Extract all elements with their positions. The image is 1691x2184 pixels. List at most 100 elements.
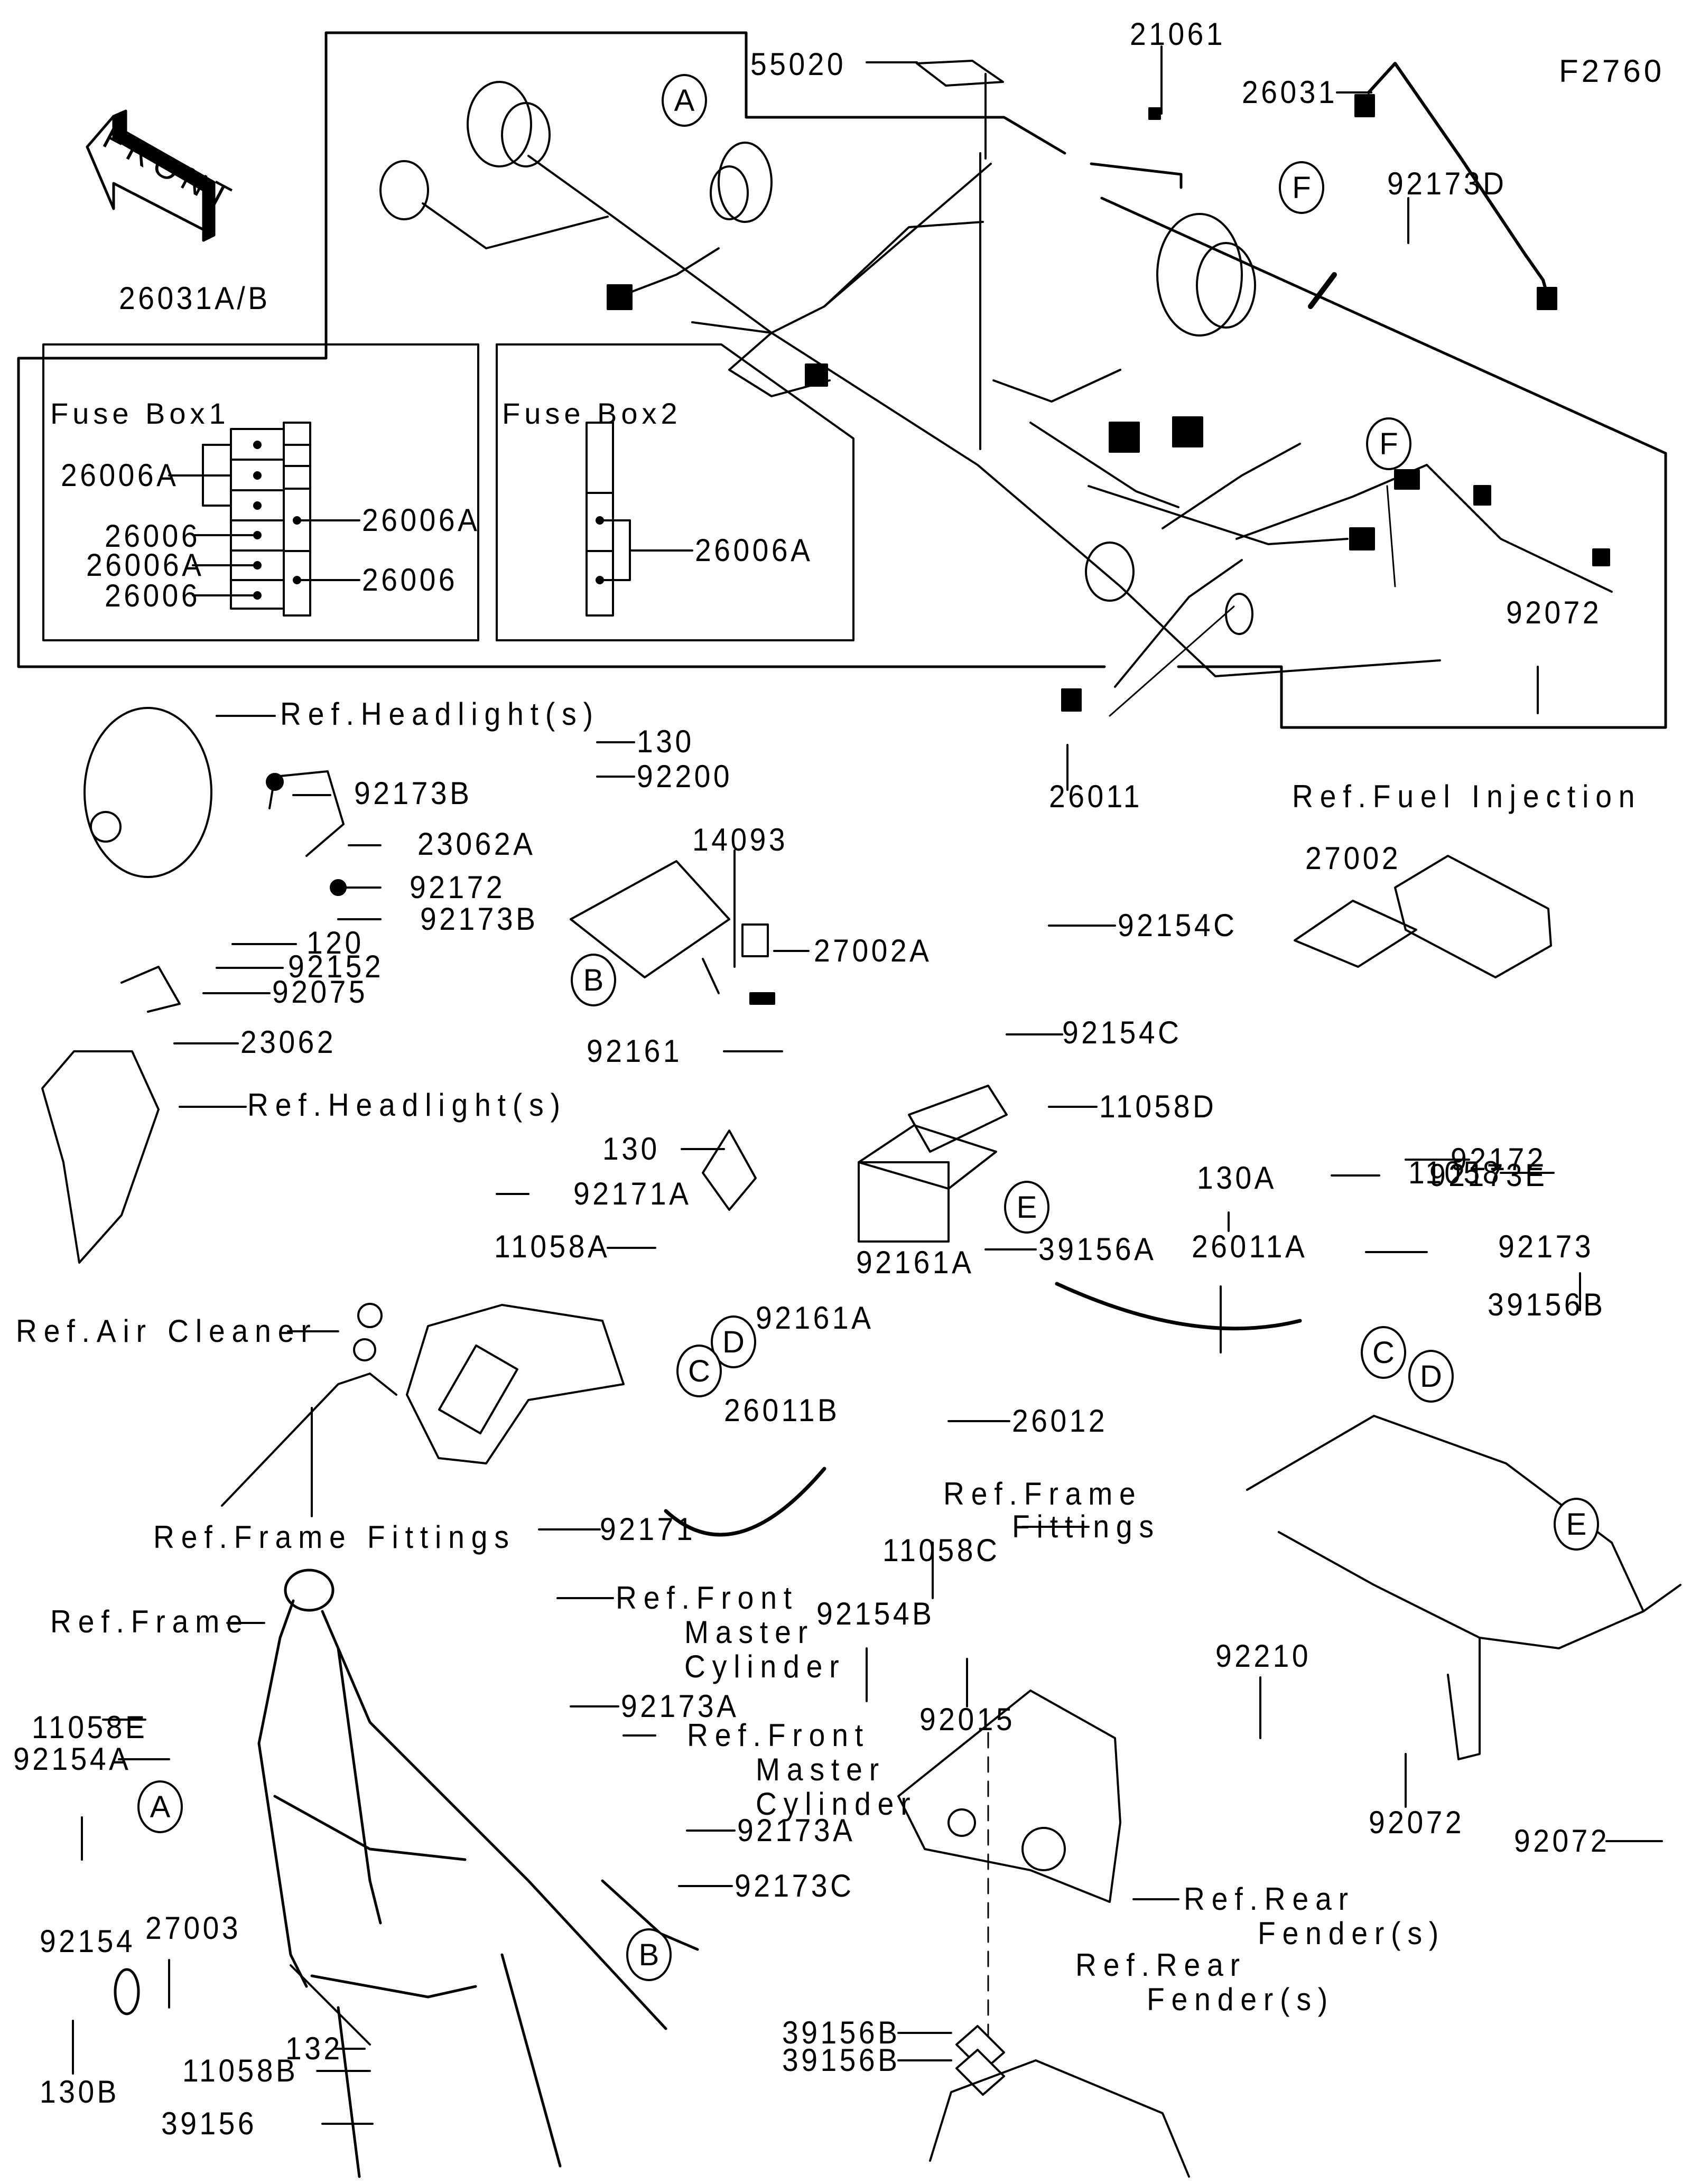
reference-label[interactable]: Master: [684, 1614, 814, 1650]
part-label[interactable]: 92171A: [573, 1176, 692, 1211]
part-label[interactable]: 55020: [750, 46, 847, 82]
part-label[interactable]: 92172: [410, 870, 506, 905]
part-label[interactable]: 26011: [1049, 779, 1143, 814]
part-label[interactable]: 92173: [1498, 1229, 1594, 1264]
part-label[interactable]: 26012: [1012, 1403, 1108, 1439]
part-label[interactable]: 92154B: [816, 1596, 935, 1631]
part-label[interactable]: 92161A: [856, 1245, 974, 1280]
part-label[interactable]: 39156: [161, 2106, 257, 2141]
fuse-box-2-title: Fuse Box2: [502, 397, 682, 430]
part-label[interactable]: 92171: [600, 1511, 696, 1547]
part-label[interactable]: 39156B: [1488, 1287, 1606, 1322]
part-label[interactable]: 26011B: [724, 1393, 840, 1428]
part-label[interactable]: 92173A: [737, 1813, 856, 1848]
ref-circle-f: F: [1279, 161, 1324, 214]
reference-label[interactable]: Fender(s): [1147, 1982, 1335, 2017]
ref-circle-b: B: [571, 954, 616, 1006]
reference-label[interactable]: Cylinder: [756, 1786, 917, 1822]
part-label[interactable]: 92173A: [621, 1688, 739, 1724]
part-label[interactable]: 92152: [288, 949, 384, 984]
part-label[interactable]: 120: [306, 925, 364, 960]
reference-label[interactable]: Cylinder: [684, 1649, 846, 1684]
reference-label[interactable]: Fender(s): [1258, 1916, 1446, 1951]
part-label[interactable]: 23062A: [417, 826, 536, 862]
part-label[interactable]: 130B: [40, 2074, 120, 2110]
harness-callout-outline: [17, 31, 1667, 729]
part-label[interactable]: 92173B: [420, 901, 538, 937]
fuse-label[interactable]: 26006A: [61, 458, 179, 493]
reference-label[interactable]: Fittings: [1012, 1509, 1160, 1544]
part-label[interactable]: 92154C: [1118, 908, 1238, 943]
part-label[interactable]: 130: [602, 1131, 660, 1166]
part-label[interactable]: 130A: [1197, 1160, 1277, 1196]
reference-label[interactable]: Ref.Frame: [50, 1604, 249, 1639]
fuse-label[interactable]: 26006A: [695, 533, 813, 568]
part-label[interactable]: 92173B: [354, 776, 472, 811]
part-label[interactable]: 92200: [637, 759, 733, 794]
reference-label[interactable]: Ref.Frame: [943, 1476, 1142, 1511]
reference-label[interactable]: Ref.Headlight(s): [280, 696, 600, 732]
figure-code: F2760: [1559, 53, 1665, 89]
part-label[interactable]: 92161: [587, 1033, 683, 1069]
fuse-label[interactable]: 26006: [105, 578, 201, 613]
reference-label[interactable]: Ref.Front: [616, 1580, 798, 1616]
part-label[interactable]: 92072: [1514, 1823, 1610, 1859]
part-label[interactable]: 14093: [692, 822, 788, 857]
reference-label[interactable]: Ref.Frame Fittings: [153, 1519, 516, 1555]
part-label[interactable]: 11058: [1408, 1155, 1502, 1190]
part-label[interactable]: 92154C: [1062, 1015, 1182, 1050]
part-label[interactable]: 92072: [1369, 1805, 1465, 1840]
part-label[interactable]: 27002A: [814, 933, 932, 968]
part-label[interactable]: 92154: [40, 1924, 136, 1959]
part-label[interactable]: 11058D: [1099, 1089, 1217, 1124]
reference-label[interactable]: Ref.Air Cleaner: [16, 1313, 318, 1349]
main-wiring-harness-drawing: [379, 60, 1613, 717]
reference-label[interactable]: Ref.Fuel Injection: [1292, 779, 1642, 814]
fuse-label[interactable]: 26006: [105, 518, 201, 554]
part-label[interactable]: 23062: [240, 1024, 337, 1060]
part-label[interactable]: 92154A: [13, 1741, 132, 1777]
part-label[interactable]: 39156B: [782, 2042, 900, 2078]
reference-label[interactable]: Ref.Headlight(s): [247, 1087, 567, 1123]
part-label[interactable]: 92161A: [756, 1300, 874, 1336]
part-label[interactable]: 92173E: [1429, 1158, 1548, 1193]
reference-label[interactable]: Ref.Rear: [1184, 1881, 1355, 1917]
reference-label[interactable]: Ref.Front: [687, 1718, 870, 1753]
ref-circle-a: A: [137, 1780, 183, 1833]
part-label[interactable]: 92072: [1506, 595, 1602, 630]
ref-circle-e: E: [1554, 1498, 1599, 1551]
part-label[interactable]: 130: [637, 724, 694, 759]
fuse-box-1-diagram: [42, 343, 479, 641]
part-label[interactable]: 92075: [272, 974, 368, 1010]
ref-circle-d: D: [1408, 1350, 1454, 1403]
part-label[interactable]: 39156A: [1038, 1231, 1157, 1267]
leader-lines: [72, 45, 1663, 2125]
fuse-label[interactable]: 26006A: [362, 502, 480, 538]
part-label[interactable]: 92173C: [735, 1868, 854, 1903]
part-label[interactable]: 39156B: [782, 2015, 900, 2050]
part-label[interactable]: 92210: [1215, 1638, 1312, 1674]
part-label[interactable]: 92173D: [1387, 166, 1507, 201]
part-label[interactable]: 26031: [1242, 74, 1338, 110]
ref-circle-a: A: [662, 74, 707, 127]
part-label[interactable]: 26011A: [1192, 1229, 1308, 1264]
fuse-label[interactable]: 26006A: [86, 547, 205, 583]
reference-label[interactable]: Ref.Rear: [1075, 1947, 1247, 1983]
fuse-box-2-diagram: [496, 343, 854, 641]
part-label[interactable]: 92015: [919, 1702, 1016, 1737]
part-label[interactable]: 11058A: [494, 1229, 610, 1264]
part-label[interactable]: 27003: [145, 1910, 241, 1946]
ref-circle-e: E: [1004, 1181, 1049, 1234]
part-label[interactable]: 11058C: [882, 1533, 1000, 1568]
part-label[interactable]: 11058E: [32, 1710, 148, 1745]
part-label[interactable]: 11058B: [182, 2053, 299, 2088]
part-label[interactable]: 27002: [1305, 841, 1401, 876]
part-label[interactable]: 21061: [1130, 16, 1226, 52]
reference-label[interactable]: Master: [756, 1752, 886, 1787]
fuse-label[interactable]: 26006: [362, 562, 458, 598]
part-label[interactable]: 92172: [1451, 1142, 1547, 1177]
part-label[interactable]: 26031A/B: [119, 281, 271, 316]
part-label[interactable]: 132: [285, 2031, 343, 2066]
ref-circle-f: F: [1366, 417, 1411, 470]
